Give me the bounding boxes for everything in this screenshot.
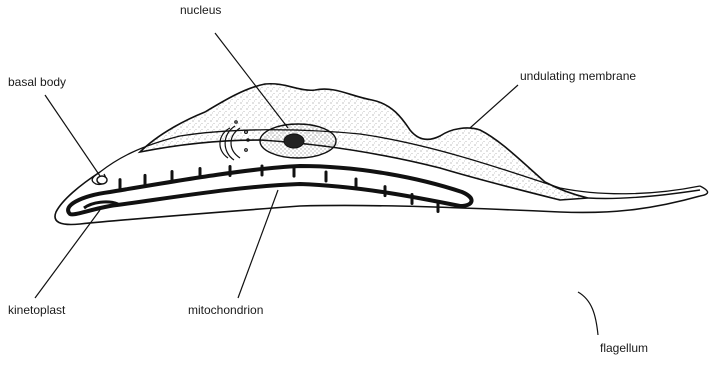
- label-nucleus: nucleus: [180, 3, 221, 17]
- label-undulating-membrane: undulating membrane: [520, 69, 636, 83]
- kinetoplast-leader: [35, 210, 100, 298]
- mitochondrion-leader: [238, 190, 278, 298]
- nucleolus: [284, 134, 304, 148]
- undulating-membrane-leader: [470, 85, 518, 128]
- label-flagellum: flagellum: [600, 341, 648, 355]
- basal-body-structure: [97, 176, 107, 184]
- label-kinetoplast: kinetoplast: [8, 303, 66, 317]
- flagellum-leader: [578, 292, 598, 335]
- basal-body-leader: [45, 95, 100, 176]
- label-mitochondrion: mitochondrion: [188, 303, 263, 317]
- label-basal-body: basal body: [8, 75, 66, 89]
